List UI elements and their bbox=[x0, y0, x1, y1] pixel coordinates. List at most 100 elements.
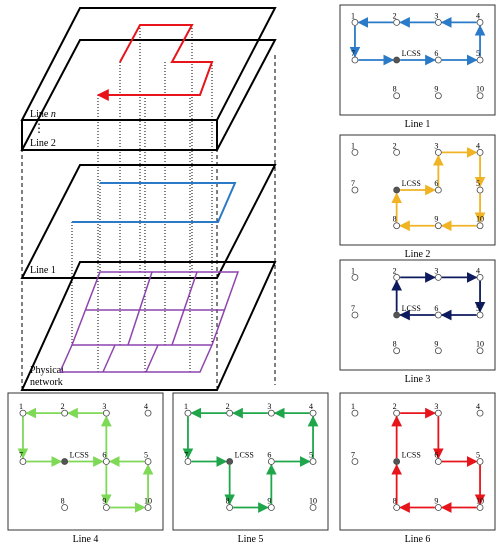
node-label: 6 bbox=[434, 304, 438, 313]
node-6 bbox=[102, 458, 110, 465]
node-label: 6 bbox=[434, 451, 438, 460]
node-label: 3 bbox=[267, 402, 271, 411]
node-3 bbox=[102, 409, 110, 417]
node-4 bbox=[476, 18, 484, 26]
node-2 bbox=[393, 148, 401, 156]
node-2 bbox=[393, 273, 401, 281]
node-label: 4 bbox=[476, 266, 480, 275]
node-label: 4 bbox=[476, 141, 480, 150]
node-4 bbox=[476, 409, 484, 417]
node-label: 1 bbox=[351, 402, 355, 411]
panels-group: 1 2 3 4 5 6 7 8 9 10 LCSS Line 1 1 2 3 4 5 6 7 8 9 10 LCSS Line… bbox=[7, 4, 496, 545]
panel-caption: Line 2 bbox=[405, 249, 431, 260]
node-label: 9 bbox=[434, 215, 438, 224]
node-label: 3 bbox=[434, 266, 438, 275]
vertical-connectors bbox=[71, 25, 213, 372]
node-label: 8 bbox=[226, 496, 230, 505]
node-7 bbox=[351, 458, 359, 465]
node-9 bbox=[434, 347, 442, 355]
node-10 bbox=[144, 504, 152, 511]
node-label: 7 bbox=[19, 451, 23, 460]
node-LCSS bbox=[393, 186, 401, 194]
stack-route-line-n bbox=[96, 24, 214, 101]
node-2 bbox=[226, 409, 234, 417]
node-label: 2 bbox=[226, 402, 230, 411]
node-label: 2 bbox=[393, 402, 397, 411]
node-label: 1 bbox=[184, 402, 188, 411]
node-7 bbox=[351, 186, 359, 194]
node-label: 6 bbox=[102, 451, 106, 460]
node-label: 10 bbox=[476, 496, 484, 505]
stack-physical-grid bbox=[58, 271, 240, 373]
node-10 bbox=[476, 92, 484, 100]
node-label: 2 bbox=[393, 11, 397, 20]
node-6 bbox=[267, 458, 275, 465]
label-ellipsis: ⋮ bbox=[33, 121, 45, 135]
label-line-1: Line 1 bbox=[30, 265, 56, 276]
node-3 bbox=[434, 273, 442, 281]
node-label: 4 bbox=[476, 11, 480, 20]
node-label: 7 bbox=[351, 179, 355, 188]
node-label: 6 bbox=[434, 49, 438, 58]
node-7 bbox=[184, 458, 192, 465]
node-10 bbox=[476, 504, 484, 511]
node-1 bbox=[184, 409, 192, 417]
node-label: 9 bbox=[434, 85, 438, 94]
node-label: 8 bbox=[393, 85, 397, 94]
node-label: 8 bbox=[393, 215, 397, 224]
node-label: 8 bbox=[61, 496, 65, 505]
node-8 bbox=[393, 504, 401, 511]
node-9 bbox=[434, 92, 442, 100]
node-5 bbox=[476, 56, 484, 64]
node-label: 7 bbox=[351, 49, 355, 58]
node-9 bbox=[267, 504, 275, 511]
node-label: 4 bbox=[476, 402, 480, 411]
node-label: 8 bbox=[393, 496, 397, 505]
label-physical-2: network bbox=[30, 377, 63, 388]
panel-caption: Line 5 bbox=[238, 534, 264, 545]
node-3 bbox=[434, 409, 442, 417]
node-label: 10 bbox=[144, 496, 152, 505]
node-label: 7 bbox=[184, 451, 188, 460]
node-label: 3 bbox=[434, 402, 438, 411]
node-1 bbox=[351, 273, 359, 281]
node-2 bbox=[393, 18, 401, 26]
node-label: 2 bbox=[61, 402, 65, 411]
node-LCSS bbox=[61, 458, 69, 465]
node-label: 3 bbox=[102, 402, 106, 411]
node-2 bbox=[61, 409, 69, 417]
node-label: 6 bbox=[267, 451, 271, 460]
node-label: LCSS bbox=[402, 451, 421, 460]
node-label: 4 bbox=[309, 402, 313, 411]
label-line-n: Line n bbox=[30, 109, 56, 120]
node-4 bbox=[476, 148, 484, 156]
node-10 bbox=[476, 347, 484, 355]
node-label: 1 bbox=[351, 141, 355, 150]
node-8 bbox=[393, 347, 401, 355]
node-label: 9 bbox=[434, 340, 438, 349]
node-label: 10 bbox=[309, 496, 317, 505]
node-4 bbox=[309, 409, 317, 417]
panel-caption: Line 1 bbox=[405, 119, 431, 130]
node-1 bbox=[19, 409, 27, 417]
node-LCSS bbox=[226, 458, 234, 465]
node-label: LCSS bbox=[402, 304, 421, 313]
node-label: 5 bbox=[476, 49, 480, 58]
node-label: 5 bbox=[309, 451, 313, 460]
node-5 bbox=[309, 458, 317, 465]
node-6 bbox=[434, 458, 442, 465]
layer-stack: Line n ⋮ Line 2 Line 1 Physical network bbox=[20, 7, 277, 480]
node-label: 5 bbox=[476, 179, 480, 188]
node-LCSS bbox=[393, 458, 401, 465]
node-7 bbox=[351, 56, 359, 64]
node-6 bbox=[434, 186, 442, 194]
node-7 bbox=[351, 311, 359, 319]
node-label: 4 bbox=[144, 402, 148, 411]
node-LCSS bbox=[393, 311, 401, 319]
